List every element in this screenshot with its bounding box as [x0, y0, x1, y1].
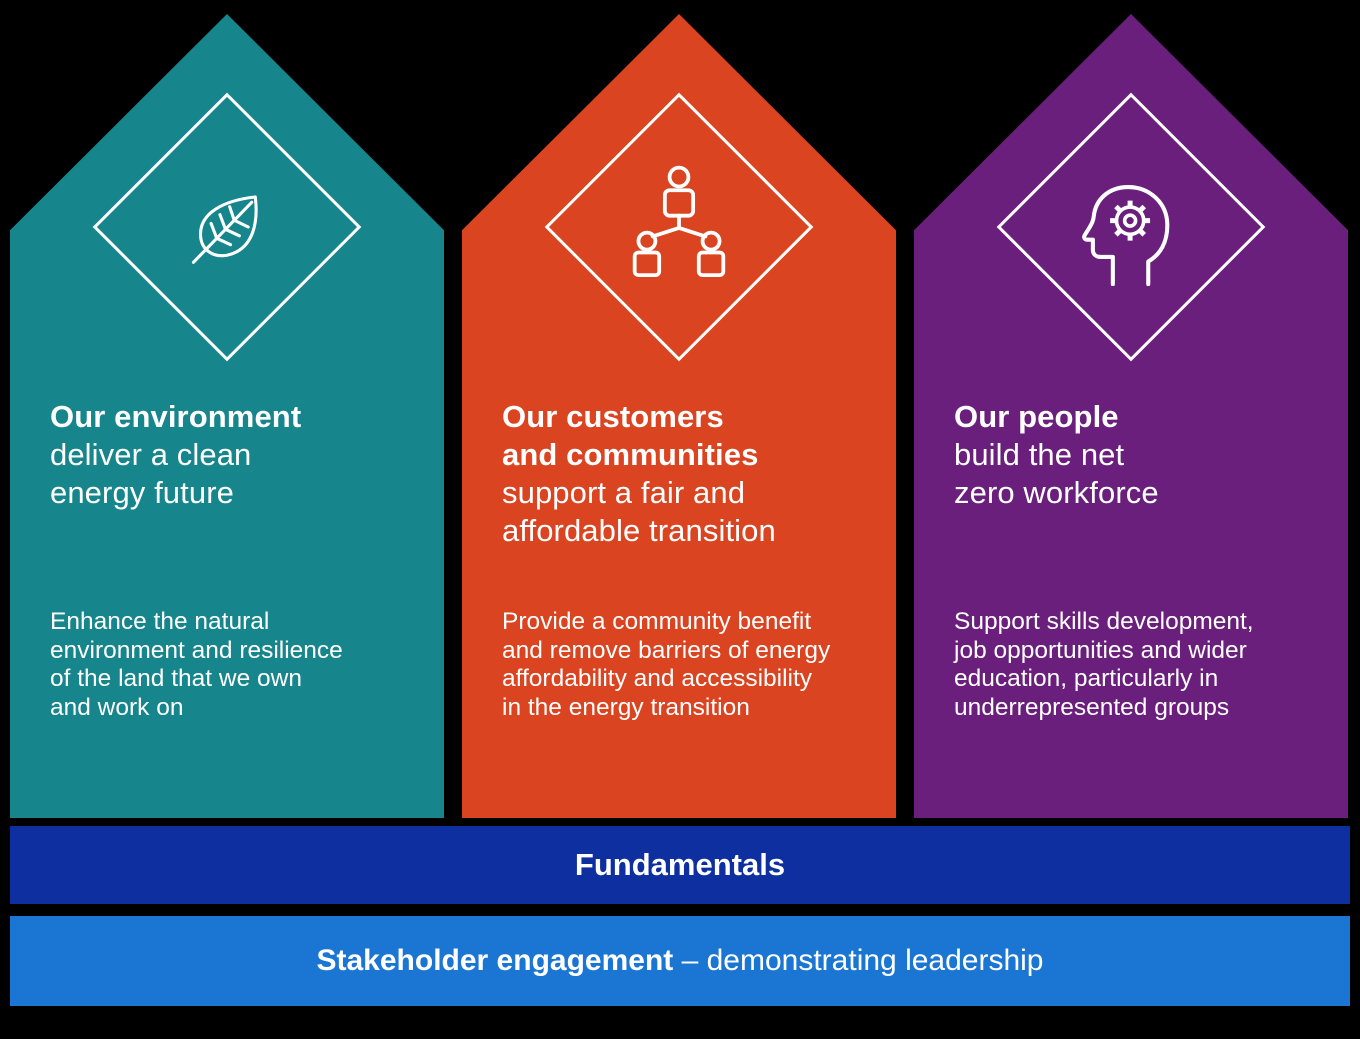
pillar-title: Our environment deliver a clean energy f… [50, 398, 420, 512]
pillar-title-rest: deliver a clean energy future [50, 437, 252, 510]
stakeholder-engagement-bar: Stakeholder engagement – demonstrating l… [10, 916, 1350, 1006]
org-people-icon [613, 161, 745, 293]
pillar-title: Our customers and communities support a … [502, 398, 872, 550]
pillar-title: Our people build the net zero workforce [954, 398, 1324, 512]
pillar-title-rest: support a fair and affordable transition [502, 475, 776, 548]
fundamentals-label: Fundamentals [574, 847, 786, 882]
pillar-customers-communities: Our customers and communities support a … [462, 14, 896, 818]
pillar-description: Enhance the natural environment and resi… [50, 608, 343, 721]
head-gear-icon [1072, 168, 1190, 286]
stakeholder-label-wrap: Stakeholder engagement – demonstrating l… [317, 944, 1044, 978]
pillar-title-rest: build the net zero workforce [954, 437, 1159, 510]
stakeholder-label-rest: – demonstrating leadership [673, 944, 1044, 977]
pillar-title-bold: Our environment [50, 399, 302, 434]
pillar-title-bold: Our customers and communities [502, 399, 759, 472]
pillar-people: Our people build the net zero workforce … [914, 14, 1348, 818]
leaf-icon [174, 174, 280, 280]
pillar-title-bold: Our people [954, 399, 1119, 434]
stakeholder-label-bold: Stakeholder engagement [316, 944, 674, 977]
pillar-environment: Our environment deliver a clean energy f… [10, 14, 444, 818]
pillar-description: Support skills development, job opportun… [954, 608, 1254, 721]
pillar-description: Provide a community benefit and remove b… [502, 608, 831, 721]
fundamentals-bar: Fundamentals [10, 826, 1350, 904]
